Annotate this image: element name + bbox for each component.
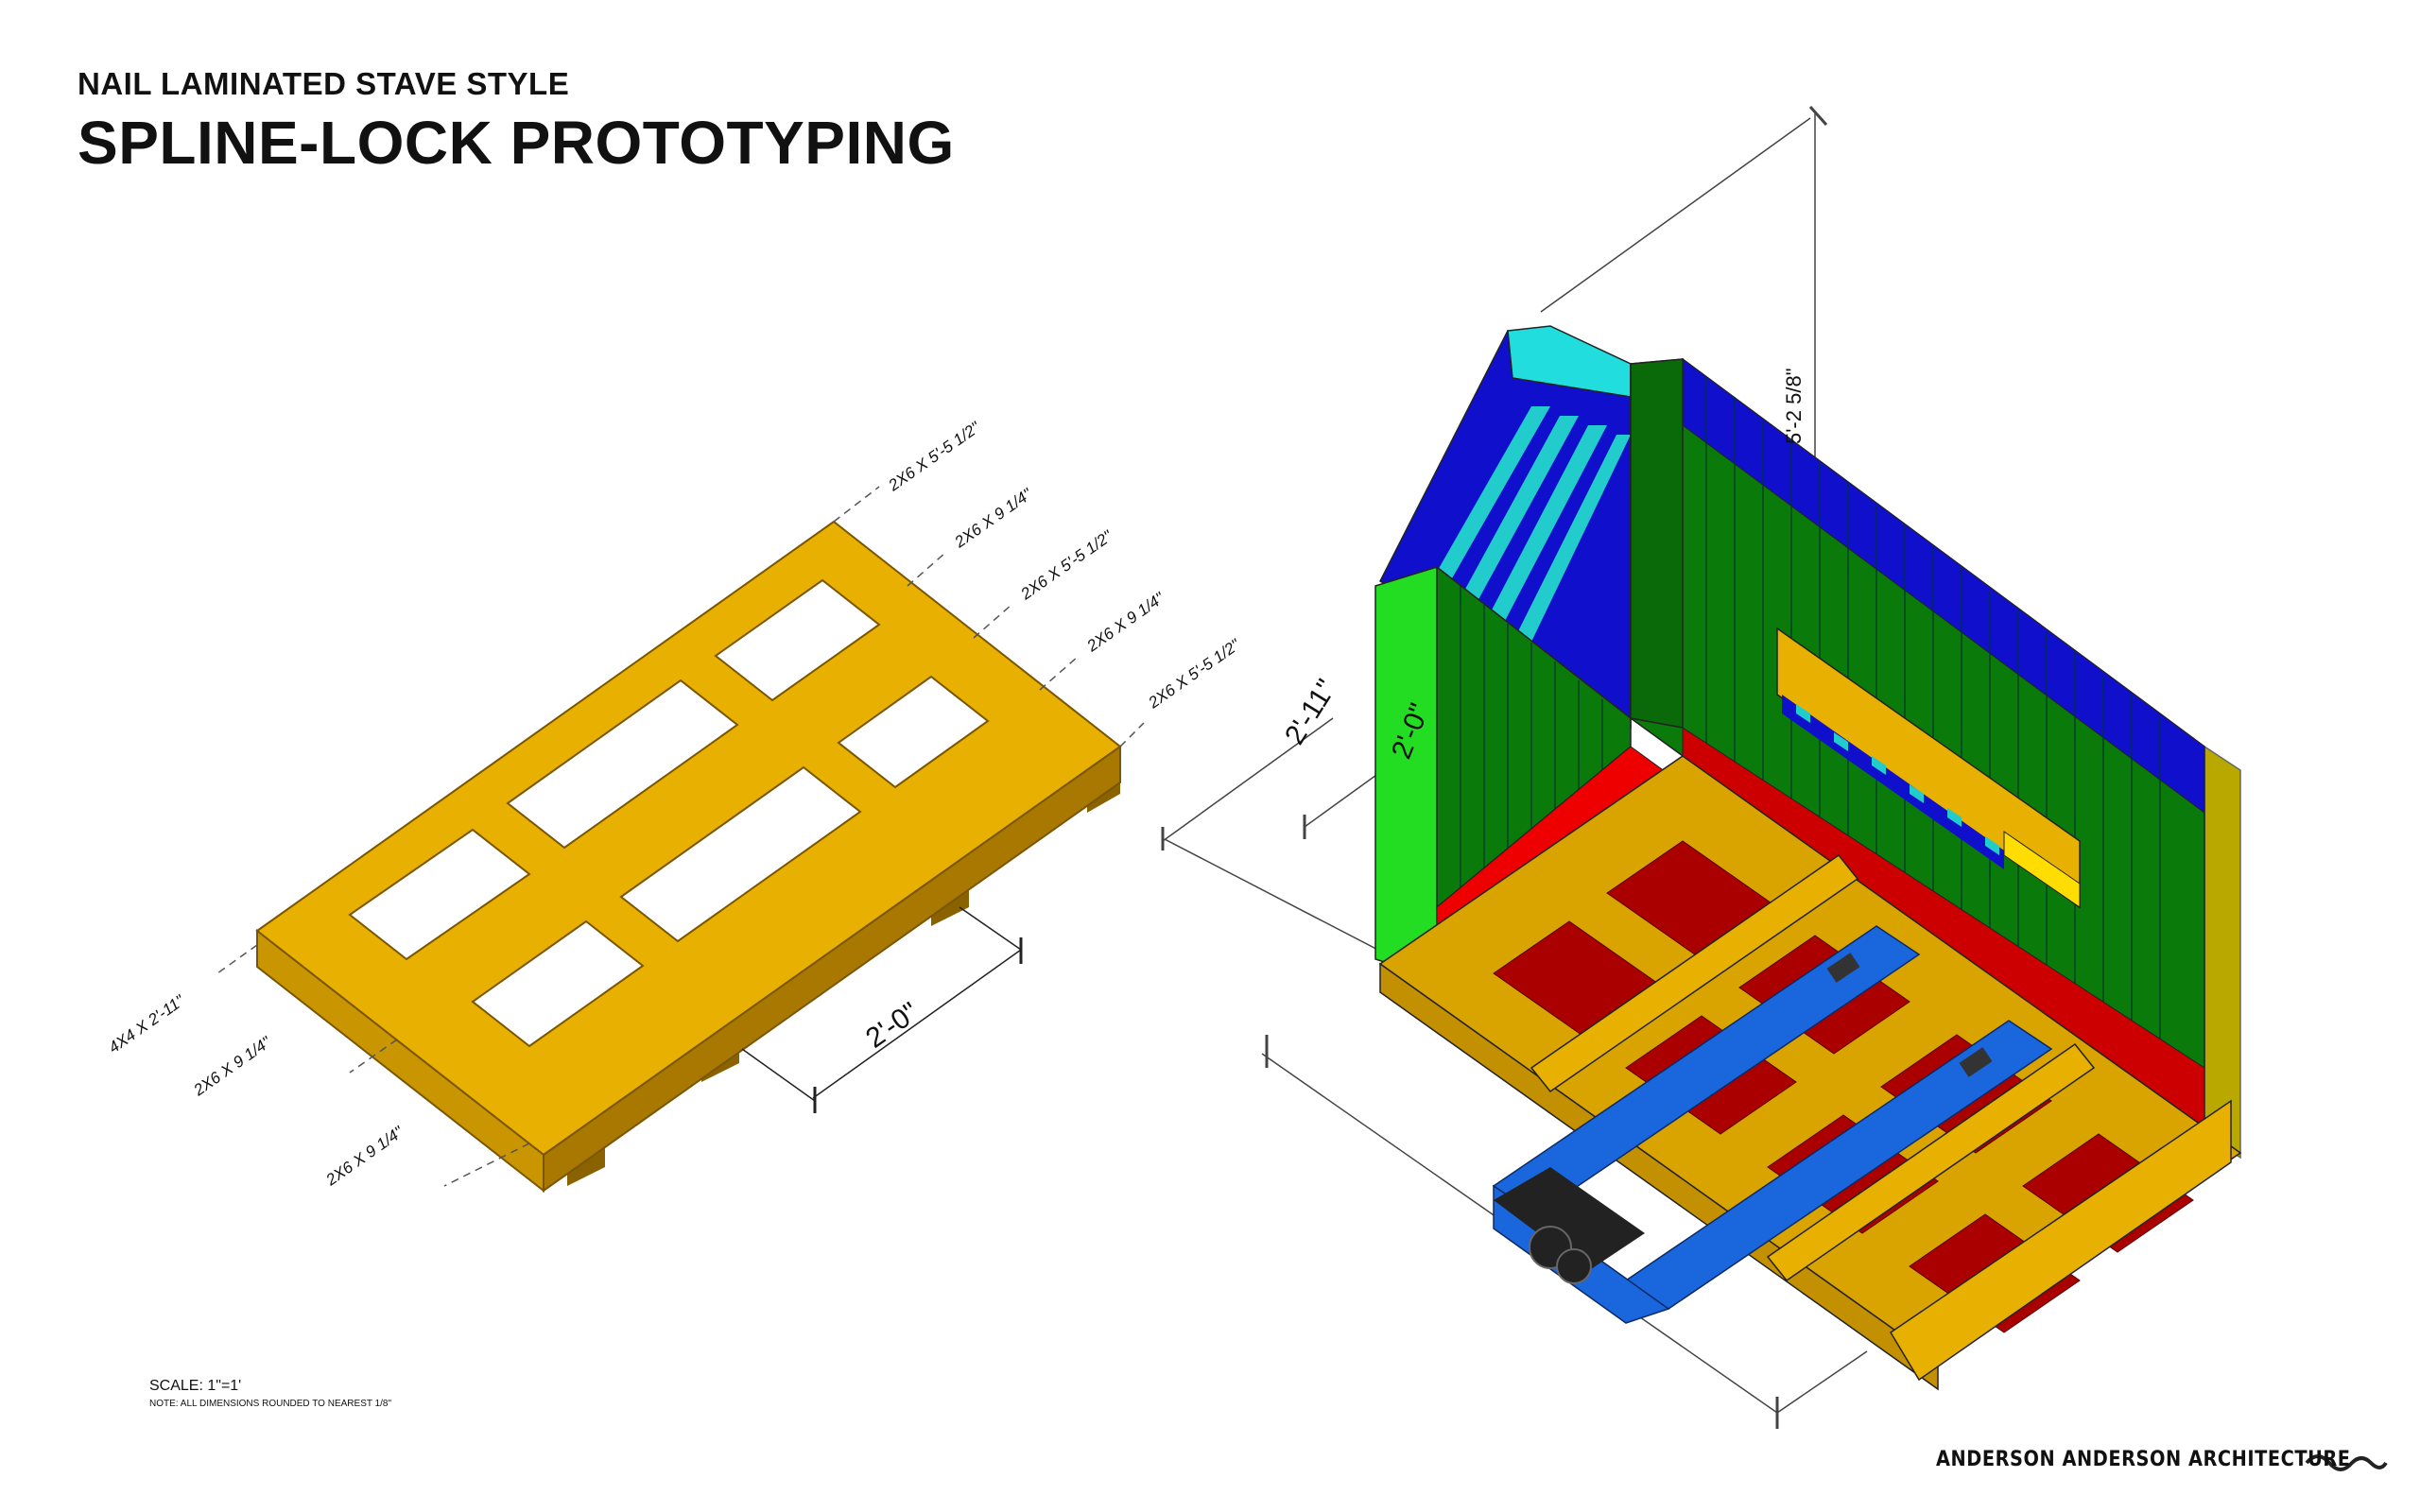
- pallet-opening: [471, 919, 645, 1048]
- firm-name: ANDERSON ANDERSON ARCHITECTURE: [1936, 1448, 2351, 1471]
- title-block: NAIL LAMINATED STAVE STYLE SPLINE-LOCK P…: [78, 66, 955, 178]
- module-drawing: 2'-11" 2'-0" 5'-2 5/8": [1161, 105, 2242, 1429]
- pallet-label-left-2: 2X6 X 9 1/4": [190, 1033, 275, 1100]
- pallet-jack: [1492, 925, 2053, 1324]
- dimension-note: NOTE: ALL DIMENSIONS ROUNDED TO NEAREST …: [149, 1399, 392, 1409]
- wall-left-green: [1374, 565, 1438, 980]
- end-panel: [2204, 745, 2241, 1160]
- jack-roller: [1826, 953, 1860, 983]
- pallet-side-right: [543, 745, 1121, 1193]
- drawing-title: SPLINE-LOCK PROTOTYPING: [78, 109, 955, 177]
- window-sill: [2003, 831, 2081, 908]
- pallet-label-left-1: 4X4 X 2'-11": [105, 991, 188, 1057]
- roof-cyan-strips: [1418, 406, 1631, 662]
- skid-rail: [1766, 1042, 2096, 1282]
- corner-post: [1630, 358, 1684, 729]
- wall-left-stave-lines: [1460, 586, 1603, 888]
- pallet-label-1: 2X6 X 5'-5 1/2": [885, 418, 984, 495]
- skid-rail: [1530, 853, 1859, 1093]
- pallet-label-2: 2X6 X 9 1/4": [951, 485, 1036, 552]
- pallet-opening: [348, 828, 531, 961]
- jack-handle-base: [1494, 1167, 1645, 1271]
- drawing-subtitle: NAIL LAMINATED STAVE STYLE: [78, 66, 570, 101]
- pallet-label-4: 2X6 X 9 1/4": [1083, 589, 1168, 656]
- pallet-opening: [506, 679, 739, 850]
- pallet-opening: [714, 578, 881, 702]
- skid-rail-base: [1889, 1099, 2232, 1382]
- module-dim-top: 5'-2 5/8": [1782, 368, 1806, 444]
- pallet-opening: [619, 765, 862, 943]
- pallet-leaders-left: [216, 944, 530, 1187]
- jack-wheel: [1556, 1248, 1592, 1284]
- module-dim-width: 2'-11": [1279, 674, 1342, 749]
- pallet-leaders-right: [833, 486, 1145, 747]
- pallet-dimension: [741, 906, 1023, 1113]
- pallet-drawing: 2X6 X 5'-5 1/2" 2X6 X 9 1/4" 2X6 X 5'-5 …: [105, 418, 1244, 1194]
- pallet-label-left-3: 2X6 X 9 1/4": [322, 1123, 407, 1190]
- pallet-label-5: 2X6 X 5'-5 1/2": [1145, 635, 1244, 713]
- scale-label: SCALE: 1"=1': [149, 1378, 242, 1394]
- pallet-label-3: 2X6 X 5'-5 1/2": [1017, 526, 1116, 604]
- firm-logo-mark: [2305, 1454, 2388, 1471]
- jack-roller: [1959, 1047, 1993, 1077]
- pallet-opening: [837, 675, 990, 789]
- pallet-dimension-label: 2'-0": [860, 996, 925, 1054]
- window-cyan-stripes: [1796, 704, 1999, 855]
